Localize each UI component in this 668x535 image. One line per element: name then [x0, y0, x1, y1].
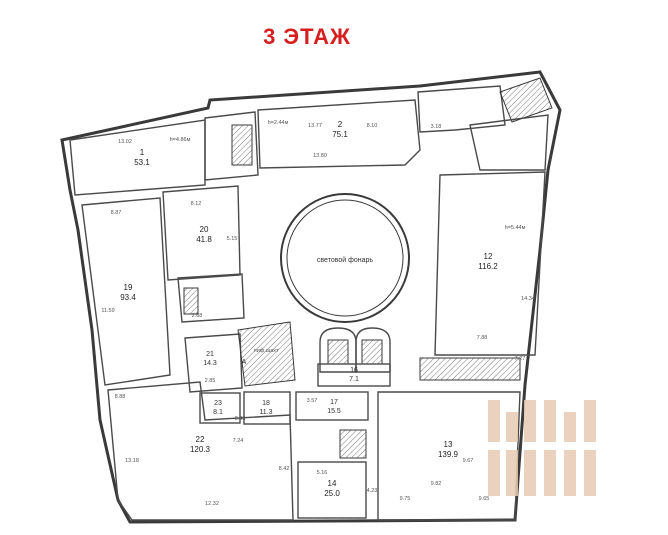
- dim-982: 9.82: [431, 481, 442, 487]
- room-1-outline: [69, 119, 206, 196]
- room-23-num: 23: [214, 400, 222, 407]
- room-2-area: 75.1: [332, 130, 348, 139]
- core-right: [469, 114, 549, 171]
- atrium-label: световой фонарь: [317, 256, 374, 264]
- atrium-circle: [280, 193, 410, 323]
- room-12-num: 12: [484, 252, 493, 261]
- room-16-outline: [317, 363, 391, 387]
- dim-788: 7.88: [477, 335, 488, 341]
- room-18-outline: [243, 391, 291, 425]
- lift-label: лиф.шахт: [253, 348, 278, 354]
- lift-stair: [237, 321, 296, 387]
- dim-268: 2.68: [192, 313, 203, 319]
- core-top-right: [417, 85, 506, 133]
- room-21-area: 14.3: [203, 360, 217, 367]
- dim-812: 8.12: [191, 201, 202, 207]
- dim-h3: h=5.44м: [505, 225, 526, 231]
- dim-1232: 12.32: [205, 501, 219, 507]
- dim-515: 5.15: [227, 236, 238, 242]
- room-12-area: 116.2: [478, 262, 498, 271]
- room-23-area: 8.1: [213, 409, 223, 416]
- room-14-area: 25.0: [324, 489, 340, 498]
- room-17-num: 17: [330, 399, 338, 406]
- dim-727: 7.27: [515, 356, 526, 362]
- room-23-outline: [199, 392, 241, 424]
- dim-1302: 13.02: [118, 139, 132, 145]
- room-16-num: 16: [350, 367, 358, 374]
- room-1-num: 1: [140, 148, 145, 157]
- room-19-num: 19: [124, 283, 133, 292]
- dim-975: 9.75: [400, 496, 411, 502]
- dim-423: 4.23: [367, 488, 378, 494]
- floor-title: 3 ЭТАЖ: [263, 24, 351, 49]
- outer-wall: [60, 70, 562, 524]
- room-17-outline: [295, 391, 369, 421]
- point-a-label: A: [242, 359, 247, 366]
- dim-357: 3.57: [307, 398, 318, 404]
- room-2-num: 2: [338, 120, 343, 129]
- room-21-num: 21: [206, 351, 214, 358]
- stair-top-right: [499, 77, 553, 123]
- core-top-left: [204, 111, 259, 181]
- dim-967: 9.67: [463, 458, 474, 464]
- dim-887: 8.87: [111, 210, 122, 216]
- dim-285: 2.85: [205, 378, 216, 384]
- wc-block: [177, 273, 245, 323]
- room-13-num: 13: [444, 440, 453, 449]
- dim-1377: 13.77: [308, 123, 322, 129]
- dim-1159: 11.59: [101, 308, 114, 314]
- room-17-area: 15.5: [327, 408, 341, 415]
- room-19-outline: [81, 197, 171, 386]
- stair-top-left: [231, 124, 253, 166]
- room-19-area: 93.4: [120, 293, 136, 302]
- room-22-num: 22: [196, 435, 205, 444]
- dim-h2: h=2.44м: [268, 120, 289, 126]
- room-18-num: 18: [262, 400, 270, 407]
- room-21-outline: [184, 333, 243, 393]
- room-18-area: 11.3: [259, 409, 272, 416]
- dim-810: 8.10: [367, 123, 378, 129]
- room-20-num: 20: [200, 225, 209, 234]
- room-20-outline: [162, 185, 241, 281]
- room-22-outline: [107, 381, 294, 521]
- dim-h1: h=4.86м: [170, 137, 191, 143]
- arch-right: [355, 327, 391, 373]
- dim-1434: 14.34: [521, 296, 535, 302]
- dim-965: 9.65: [479, 496, 490, 502]
- room-12-outline: [434, 171, 546, 356]
- room-20-area: 41.8: [196, 235, 212, 244]
- dim-818: 3.18: [431, 124, 442, 130]
- watermark-logo: [488, 400, 596, 496]
- arch-left-hatch: [327, 339, 349, 365]
- dim-1380: 13.80: [313, 153, 327, 159]
- room-13-area: 139.9: [438, 450, 459, 459]
- room-14-outline: [297, 461, 367, 519]
- room-22-area: 120.3: [190, 445, 211, 454]
- dim-843: 8.43: [235, 416, 246, 422]
- lift-shaft: [339, 429, 367, 459]
- dim-724: 7.24: [233, 438, 244, 444]
- stair-wc: [183, 287, 199, 315]
- dim-888: 8.88: [115, 394, 126, 400]
- stair-right: [419, 357, 521, 381]
- arch-right-hatch: [361, 339, 383, 365]
- dim-842: 8.42: [279, 466, 290, 472]
- room-2-outline: [257, 99, 421, 169]
- atrium-circle-inner: [286, 199, 404, 317]
- room-1-area: 53.1: [134, 158, 150, 167]
- room-13-outline: [377, 391, 521, 521]
- room-14-num: 14: [328, 479, 337, 488]
- dim-516: 5.16: [317, 470, 328, 476]
- room-16-area: 7.1: [349, 376, 359, 383]
- dim-1318: 13.18: [125, 458, 139, 464]
